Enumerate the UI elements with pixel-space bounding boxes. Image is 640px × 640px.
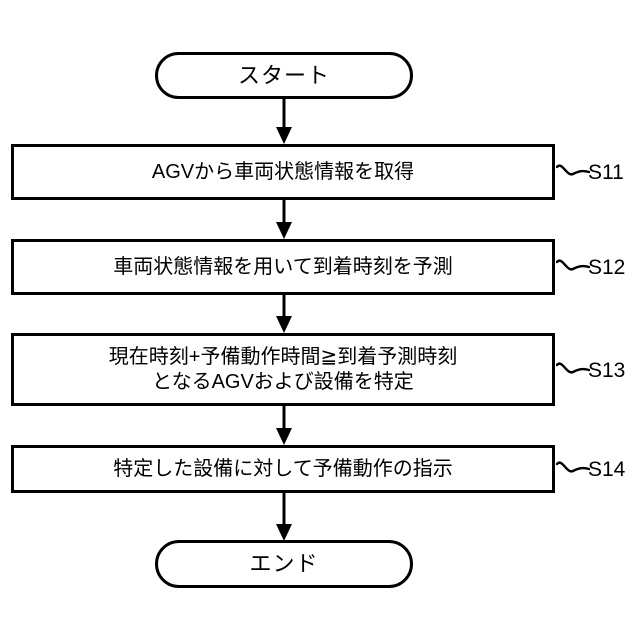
step-label-s14: S14 (556, 455, 625, 483)
process-box-s14: 特定した設備に対して予備動作の指示 (11, 445, 555, 493)
arrow-down-icon (276, 200, 292, 239)
arrow-down-icon (276, 295, 292, 333)
tilde-connector-icon (556, 164, 590, 176)
arrow-down-icon (276, 493, 292, 541)
end-terminator-node: エンド (155, 540, 413, 588)
process-box-s13: 現在時刻+予備動作時間≧到着予測時刻 となるAGVおよび設備を特定 (11, 333, 555, 406)
process-box-s11: AGVから車両状態情報を取得 (11, 144, 555, 200)
step-code-s13: S13 (588, 358, 626, 382)
arrow-down-icon (276, 99, 292, 144)
step-label-s13: S13 (556, 356, 625, 384)
start-node-label: スタート (237, 62, 330, 88)
step-code-s12: S12 (588, 255, 626, 279)
connector-arrow-s12-to-s13 (267, 295, 301, 333)
process-box-s12: 車両状態情報を用いて到着時刻を予測 (11, 239, 555, 295)
connector-arrow-s14-to-end (267, 493, 301, 541)
connector-arrow-s13-to-s14 (267, 406, 301, 445)
process-s11-label: AGVから車両状態情報を取得 (151, 160, 415, 183)
connector-arrow-s11-to-s12 (267, 200, 301, 239)
process-s13-label: 現在時刻+予備動作時間≧到着予測時刻 となるAGVおよび設備を特定 (108, 346, 458, 393)
step-label-s12: S12 (556, 253, 625, 281)
tilde-connector-icon (556, 362, 590, 374)
end-node-label: エンド (249, 551, 319, 576)
step-code-s14: S14 (588, 457, 626, 481)
process-s14-label: 特定した設備に対して予備動作の指示 (113, 457, 453, 480)
process-s12-label: 車両状態情報を用いて到着時刻を予測 (113, 255, 453, 278)
step-code-s11: S11 (588, 160, 624, 184)
connector-arrow-start-to-s11 (267, 99, 301, 144)
arrow-down-icon (276, 406, 292, 445)
start-terminator-node: スタート (155, 52, 413, 99)
tilde-connector-icon (556, 461, 590, 473)
tilde-connector-icon (556, 259, 590, 271)
step-label-s11: S11 (556, 158, 624, 186)
